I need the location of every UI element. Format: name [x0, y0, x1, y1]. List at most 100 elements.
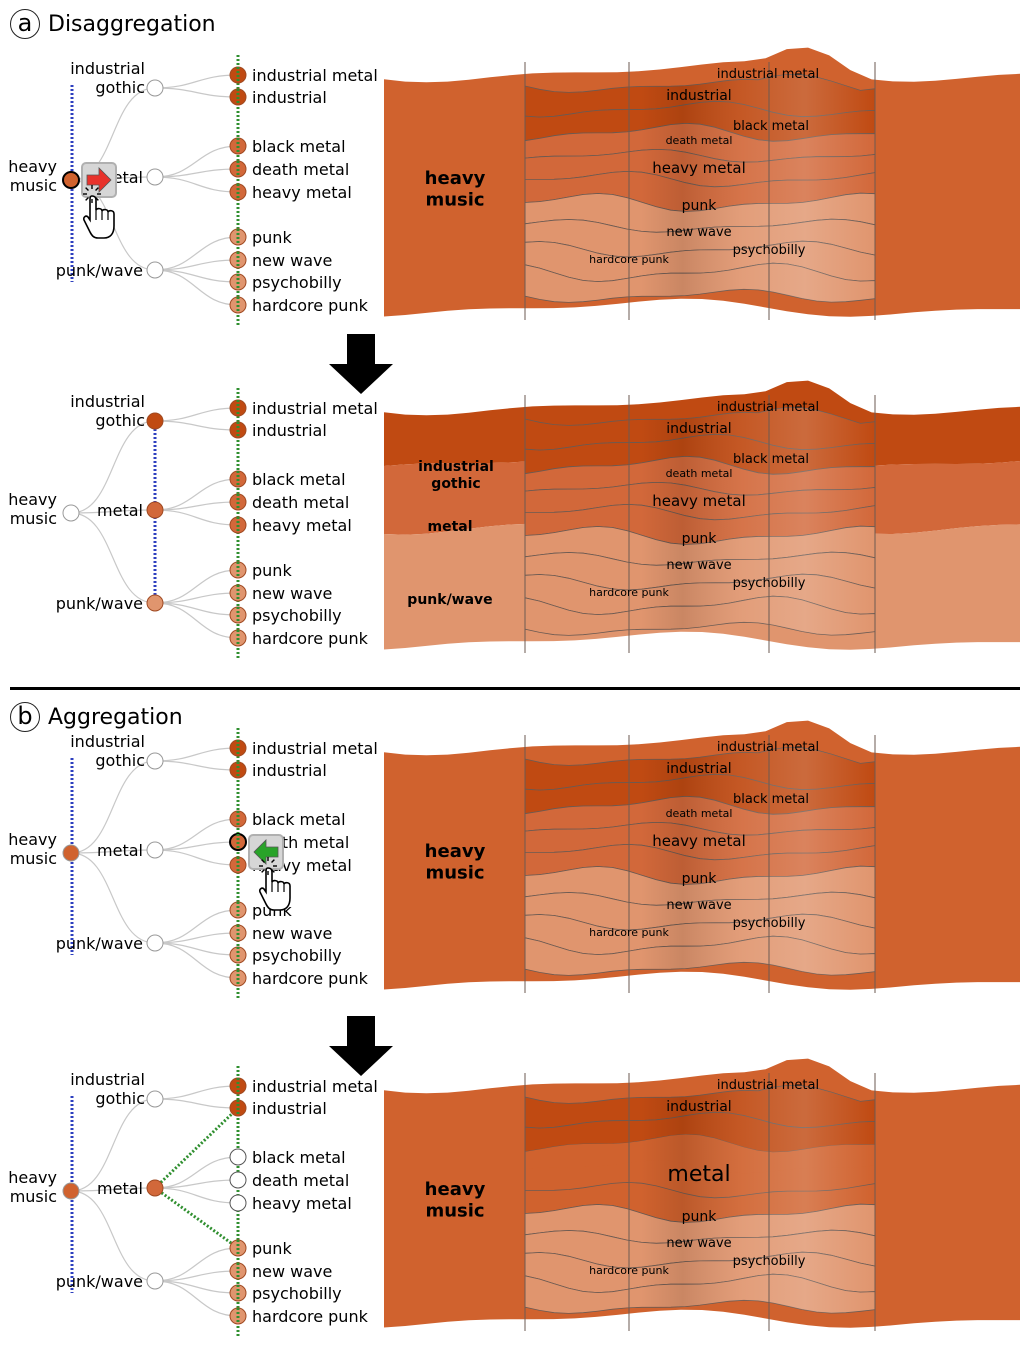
leaf-label: black metal [252, 1148, 346, 1167]
stream-leaf-label: punk [682, 1209, 718, 1225]
tree-edge [154, 1098, 239, 1109]
group-label: metal [97, 1179, 143, 1198]
leaf-label: psychobilly [252, 606, 342, 625]
group-node[interactable] [146, 501, 164, 519]
tree-edge [154, 747, 239, 762]
cut-link [153, 1106, 240, 1190]
disaggregate-button[interactable] [81, 162, 117, 198]
stream-leaf-label: black metal [733, 119, 809, 134]
group-node[interactable] [146, 261, 164, 279]
tree-edge [70, 852, 156, 944]
section-b-title: Aggregation [48, 704, 183, 730]
leaf-label: psychobilly [252, 273, 342, 292]
tree-edge [70, 509, 156, 514]
tree-edge [154, 909, 239, 944]
tree-edge [154, 168, 239, 178]
stream-leaf-label: hardcore punk [589, 586, 669, 599]
leaf-label: industrial [252, 1099, 327, 1118]
section-b-badge: b [10, 702, 40, 732]
leaf-label: hardcore punk [252, 296, 369, 315]
leaf-node[interactable] [229, 1194, 247, 1212]
group-node[interactable] [146, 168, 164, 186]
tree-edge [154, 1270, 239, 1282]
group-node[interactable] [146, 752, 164, 770]
leaf-label: industrial metal [252, 739, 378, 758]
root-node[interactable] [62, 1182, 80, 1200]
leaf-label: new wave [252, 251, 332, 270]
tree-edge [154, 602, 239, 616]
stream-leaf-label: industrial [666, 761, 731, 777]
group-node[interactable] [146, 1272, 164, 1290]
arrow-right-icon [86, 167, 112, 193]
stream-leaf-label: psychobilly [733, 243, 806, 258]
tree-edge [154, 1280, 239, 1294]
leaf-label: industrial [252, 761, 327, 780]
root-node[interactable] [62, 171, 80, 189]
tree-edge [154, 1187, 239, 1204]
tree-edge [154, 841, 239, 851]
leaf-label: industrial metal [252, 399, 378, 418]
aggregate-button[interactable] [248, 834, 284, 870]
stream-leaf-label: punk [682, 198, 718, 214]
tree-edge [154, 932, 239, 944]
group-node[interactable] [146, 1179, 164, 1197]
leaf-label: death metal [252, 160, 349, 179]
tree-edge [154, 942, 239, 956]
root-node[interactable] [62, 504, 80, 522]
stream-leaf-label: industrial metal [717, 1078, 819, 1093]
stream-group-label: metal [667, 1162, 730, 1187]
leaf-node[interactable] [229, 1148, 247, 1166]
leaf-label: heavy metal [252, 183, 352, 202]
section-a-title: Disaggregation [48, 11, 216, 37]
group-node[interactable] [146, 594, 164, 612]
leaf-label: death metal [252, 493, 349, 512]
stream-leaf-label: death metal [666, 467, 733, 480]
tree-edge [154, 509, 239, 526]
leaf-label: death metal [252, 1171, 349, 1190]
group-node[interactable] [146, 934, 164, 952]
leaf-label: black metal [252, 470, 346, 489]
arrow-left-icon [253, 839, 279, 865]
section-a-badge: a [10, 9, 40, 39]
tree-edge [154, 478, 239, 511]
tree-edge [154, 818, 239, 851]
group-node[interactable] [146, 412, 164, 430]
group-node[interactable] [146, 1090, 164, 1108]
stream-shading [525, 1085, 875, 1314]
stream-leaf-label: hardcore punk [589, 926, 669, 939]
arrow-down-icon [329, 1016, 393, 1076]
tree-edge [70, 1187, 156, 1192]
tree-edge [154, 942, 239, 979]
group-node[interactable] [146, 841, 164, 859]
tree-edge [154, 269, 239, 306]
leaf-label: industrial metal [252, 66, 378, 85]
group-node[interactable] [146, 79, 164, 97]
group-label: metal [97, 501, 143, 520]
tree-edge [154, 176, 239, 193]
stream-leaf-label: industrial [666, 421, 731, 437]
group-label: punk/wave [56, 934, 143, 953]
leaf-label: heavy metal [252, 1194, 352, 1213]
leaf-label: heavy metal [252, 516, 352, 535]
tree-edge [70, 512, 156, 604]
leaf-label: industrial [252, 421, 327, 440]
root-node[interactable] [62, 844, 80, 862]
leaf-label: psychobilly [252, 946, 342, 965]
leaf-node[interactable] [229, 1171, 247, 1189]
stream-leaf-label: industrial metal [717, 67, 819, 82]
tree-edge [70, 849, 156, 854]
